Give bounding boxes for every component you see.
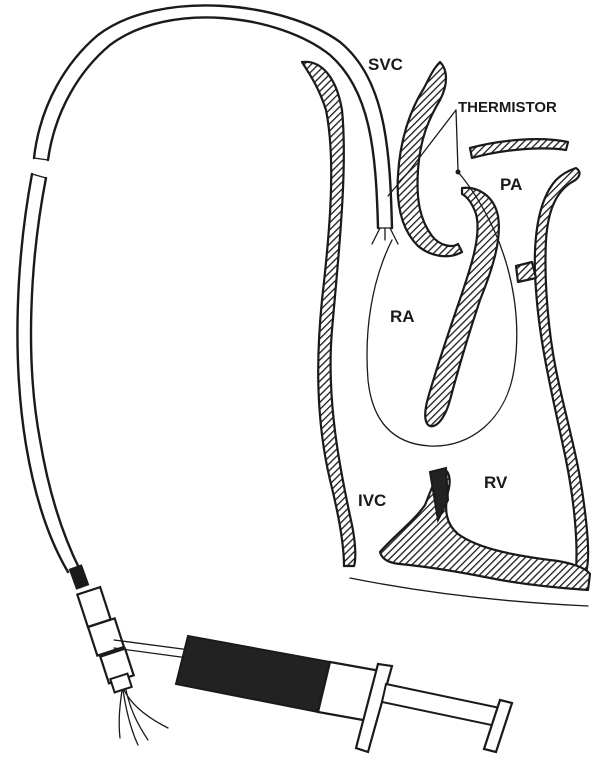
syringe [114,636,512,752]
svc-label: SVC [368,55,403,74]
rv-label: RV [484,473,508,492]
pa-label: PA [500,175,522,194]
heart-walls [302,62,590,606]
catheter-hub [69,564,168,745]
thermistor-label: THERMISTOR [458,99,557,116]
ivc-label: IVC [358,491,386,510]
ra-label: RA [390,307,415,326]
